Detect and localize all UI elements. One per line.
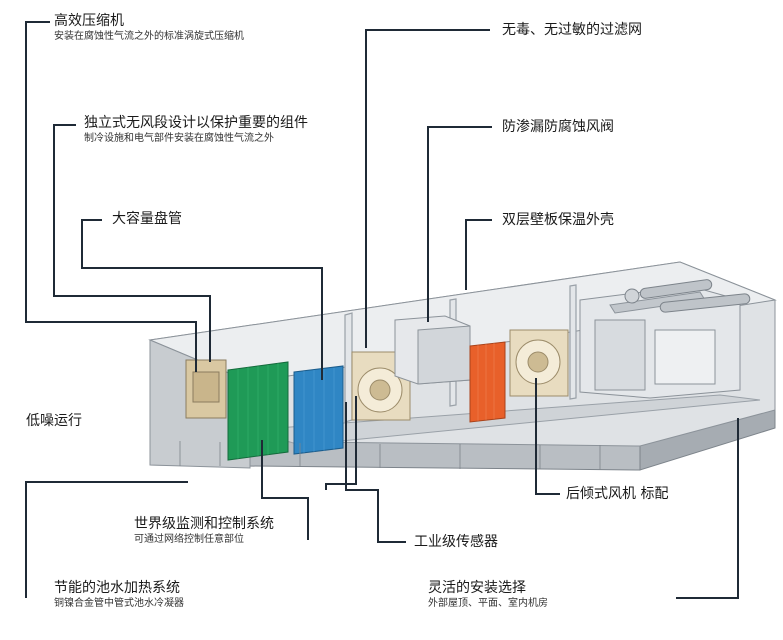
blue-coil: [293, 365, 344, 455]
outlet-section: [579, 285, 741, 399]
label-sensor: 工业级传感器: [414, 534, 498, 550]
label-fan: 后倾式风机 标配: [566, 486, 669, 502]
leader-lines: [25, 21, 739, 599]
label-low-noise: 低噪运行: [26, 413, 82, 429]
exhaust-pipes: [624, 279, 751, 313]
supply-fan-2: [509, 329, 569, 397]
fanless-subtitle: 制冷设施和电气部件安装在腐蚀性气流之外: [84, 133, 274, 144]
label-damper: 防渗漏防腐蚀风阀: [502, 119, 614, 135]
orange-filter: [469, 341, 506, 423]
compressor-subtitle: 安装在腐蚀性气流之外的标准涡旋式压缩机: [54, 31, 244, 42]
install-subtitle: 外部屋顶、平面、室内机房: [428, 598, 548, 609]
compressor-section: [185, 359, 227, 419]
monitoring-title: 世界级监测和控制系统: [134, 516, 274, 532]
monitoring-subtitle: 可通过网络控制任意部位: [134, 534, 244, 545]
label-pool: 节能的池水加热系统 铜镍合金管中管式池水冷凝器: [54, 580, 184, 610]
label-coil: 大容量盘管: [112, 211, 182, 227]
pool-subtitle: 铜镍合金管中管式池水冷凝器: [54, 598, 184, 609]
label-shell: 双层壁板保温外壳: [502, 212, 614, 228]
install-title: 灵活的安装选择: [428, 580, 526, 596]
fanless-title: 独立式无风段设计以保护重要的组件: [84, 115, 308, 131]
pool-title: 节能的池水加热系统: [54, 580, 180, 596]
label-filter: 无毒、无过敏的过滤网: [502, 22, 642, 38]
label-monitoring: 世界级监测和控制系统 可通过网络控制任意部位: [134, 516, 274, 546]
label-compressor: 高效压缩机 安装在腐蚀性气流之外的标准涡旋式压缩机: [54, 13, 244, 43]
compressor-title: 高效压缩机: [54, 13, 124, 29]
label-install: 灵活的安装选择 外部屋顶、平面、室内机房: [428, 580, 548, 610]
label-fanless: 独立式无风段设计以保护重要的组件 制冷设施和电气部件安装在腐蚀性气流之外: [84, 115, 308, 145]
damper-box: [394, 315, 471, 385]
